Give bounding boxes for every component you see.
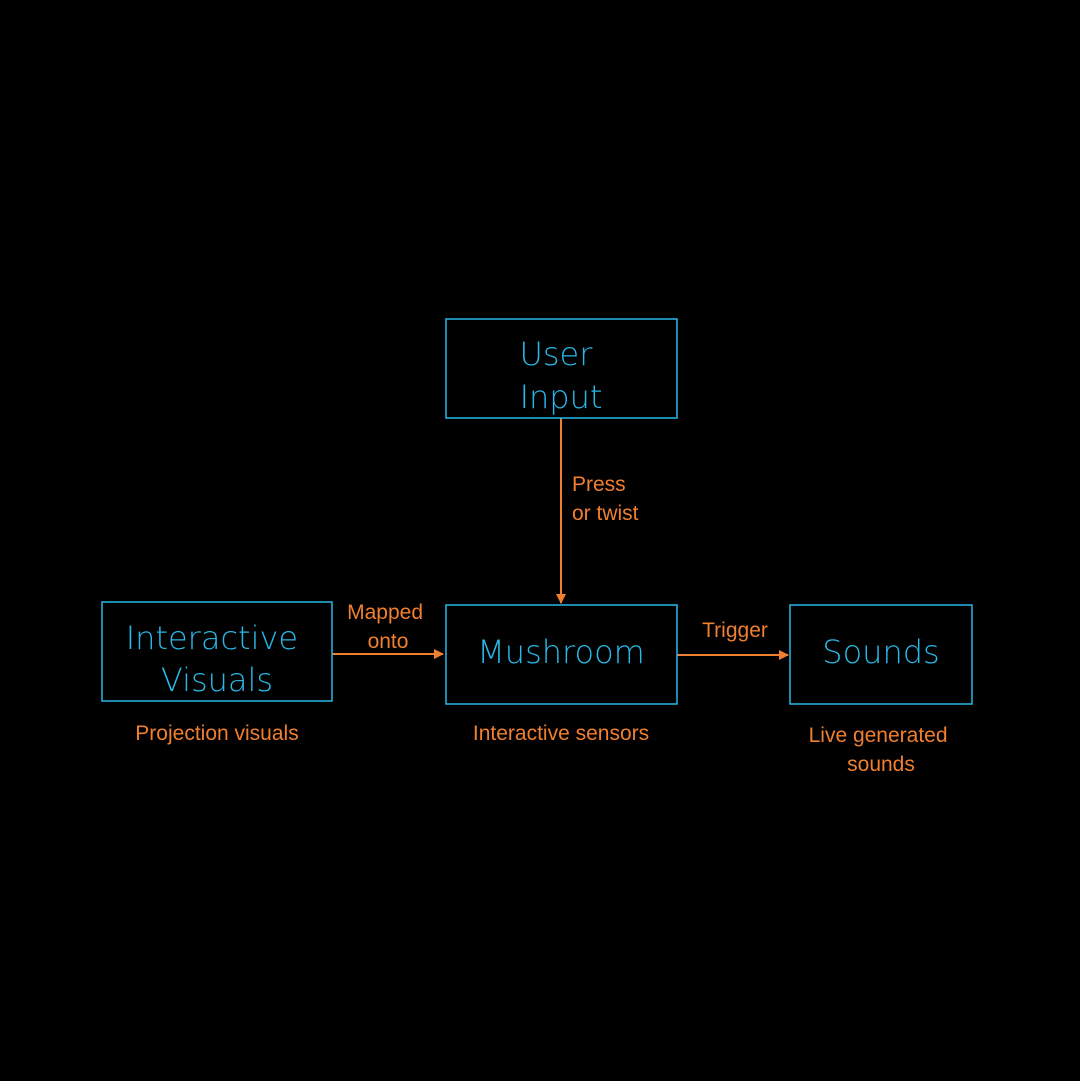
node-user-input-box <box>445 318 678 419</box>
node-interactive-visuals: Interactive Visuals <box>101 601 333 702</box>
caption-interactive-sensors-line-1: Interactive sensors <box>473 722 649 745</box>
edge-label-press-or-twist: Press or twist <box>572 473 639 525</box>
node-user-input: User Input <box>445 318 678 419</box>
node-mushroom-line-1: Mushroom <box>477 633 645 671</box>
caption-projection-visuals-line-1: Projection visuals <box>135 722 298 745</box>
caption-live-generated-sounds: Live generated sounds <box>809 724 954 776</box>
node-interactive-visuals-label: Interactive Visuals <box>126 619 309 699</box>
edge-label-mapped-onto: Mapped onto <box>347 601 429 653</box>
node-user-input-label: User Input <box>519 335 602 416</box>
node-interactive-visuals-line-1: Interactive <box>126 619 298 657</box>
edge-label-press-or-twist-line-2: or twist <box>572 502 639 525</box>
edge-label-mapped-onto-line-1: Mapped <box>347 601 423 624</box>
caption-projection-visuals: Projection visuals <box>135 722 298 745</box>
node-mushroom: Mushroom <box>445 604 678 705</box>
edge-label-trigger-line-1: Trigger <box>702 619 768 642</box>
caption-live-generated-sounds-line-1: Live generated <box>809 724 948 747</box>
node-user-input-line-1: User <box>519 335 593 373</box>
node-user-input-line-2: Input <box>520 378 603 416</box>
edge-label-press-or-twist-line-1: Press <box>572 473 626 496</box>
node-sounds-label: Sounds <box>822 633 939 671</box>
node-sounds: Sounds <box>789 604 973 705</box>
edge-label-trigger: Trigger <box>702 619 768 642</box>
node-interactive-visuals-box <box>101 601 333 702</box>
node-sounds-box <box>789 604 973 705</box>
node-sounds-line-1: Sounds <box>822 633 939 671</box>
node-mushroom-box <box>445 604 678 705</box>
caption-live-generated-sounds-line-2: sounds <box>847 753 915 776</box>
caption-interactive-sensors: Interactive sensors <box>473 722 649 745</box>
node-interactive-visuals-line-2: Visuals <box>161 661 273 699</box>
edge-label-mapped-onto-line-2: onto <box>368 630 409 653</box>
node-mushroom-label: Mushroom <box>477 633 645 671</box>
